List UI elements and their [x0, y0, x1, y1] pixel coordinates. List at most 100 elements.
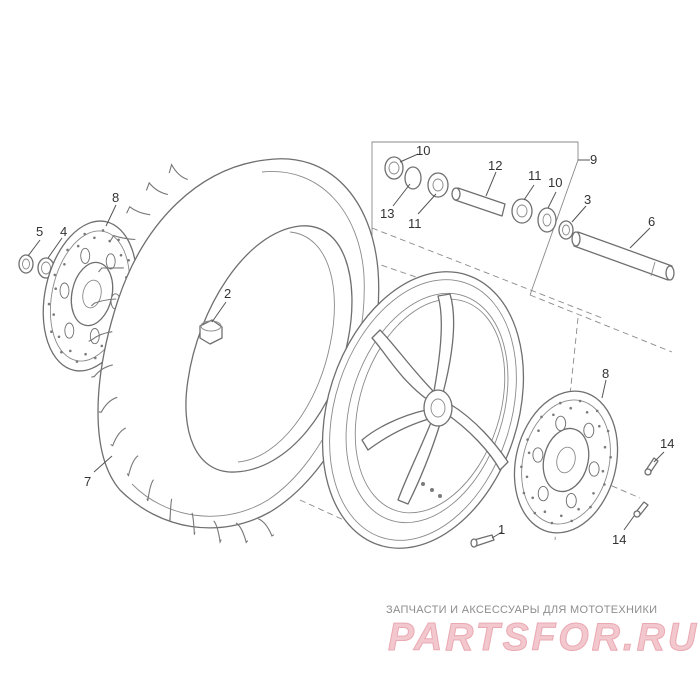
tyre-tread-groove: [213, 520, 222, 544]
disc-vent-hole: [60, 350, 63, 354]
tyre-tread-groove: [98, 396, 118, 413]
disc-vent-hole: [537, 429, 540, 433]
disc-vent-hole: [63, 263, 66, 266]
disc-vent-hole: [119, 253, 123, 257]
disc-vent-hole: [560, 514, 563, 518]
callout-5: 5: [36, 224, 43, 239]
callout-14-bottom: 14: [612, 532, 626, 547]
callout-10-right: 10: [548, 175, 562, 190]
disc-vent-hole: [589, 505, 592, 509]
disc-carrier-cutout: [565, 492, 577, 509]
tyre-part-7: [88, 158, 380, 544]
disc-vent-hole: [569, 406, 572, 410]
callout-8-left: 8: [112, 190, 119, 205]
tyre-tread-groove: [91, 364, 113, 378]
disc-vent-hole: [601, 469, 605, 473]
disc-vent-hole: [117, 238, 120, 242]
disc-vent-hole: [127, 259, 130, 262]
callout-12: 12: [488, 158, 502, 173]
callout-9: 9: [590, 152, 597, 167]
disc-vent-hole: [543, 510, 547, 513]
disc-vent-hole: [75, 360, 79, 363]
callout-10-top: 10: [416, 143, 430, 158]
wheel-rim: [321, 271, 525, 549]
disc-carrier-cutout: [555, 415, 567, 432]
callout-11-left: 11: [408, 216, 422, 231]
disc-vent-hole: [66, 248, 69, 252]
callout-14-top: 14: [660, 436, 674, 451]
screw-part-1: [470, 534, 495, 548]
disc-carrier-cutout: [59, 282, 70, 299]
screw-part-14-top: [644, 457, 659, 476]
disc-vent-hole: [578, 399, 582, 403]
callout-11-right: 11: [528, 168, 542, 183]
disc-vent-hole: [585, 411, 589, 414]
disc-vent-hole: [57, 335, 61, 339]
callout-3: 3: [584, 192, 591, 207]
seal-part-10-top: [384, 156, 404, 180]
disc-vent-hole: [83, 232, 86, 236]
tyre-tread-groove: [169, 498, 173, 521]
spacer-part-5: [18, 254, 34, 274]
tyre-tread-groove: [146, 479, 154, 502]
watermark-logo: PARTSFOR.RU: [388, 616, 700, 660]
spacer-part-3: [558, 220, 574, 240]
callout-7: 7: [84, 474, 91, 489]
disc-vent-hole: [559, 401, 562, 405]
disc-vent-hole: [577, 507, 580, 511]
callout-6: 6: [648, 214, 655, 229]
tyre-tread-groove: [98, 267, 124, 273]
disc-vent-hole: [69, 349, 72, 353]
disc-vent-hole: [52, 313, 55, 316]
distance-tube-part-12: [451, 187, 506, 217]
disc-vent-hole: [100, 344, 104, 348]
disc-vent-hole: [520, 465, 523, 469]
tyre-tread-groove: [168, 163, 188, 181]
disc-vent-hole: [525, 475, 529, 479]
tyre-tread-groove: [90, 298, 117, 307]
disc-vent-hole: [84, 352, 87, 356]
disc-vent-hole: [552, 413, 555, 417]
callout-labels: 1 2 3 4 5 6 7 8 8 9 10 10 11 11 12 13 14…: [36, 143, 674, 547]
disc-vent-hole: [603, 483, 606, 486]
disc-carrier-cutout: [64, 322, 75, 339]
bushing-part-2: [199, 319, 223, 345]
disc-vent-hole: [595, 409, 599, 413]
watermark-tagline: ЗАПЧАСТИ И АКСЕССУАРЫ ДЛЯ МОТОТЕХНИКИ: [386, 604, 658, 616]
leader-lines: [27, 153, 665, 539]
screw-part-14-bottom: [633, 501, 649, 518]
disc-vent-hole: [606, 429, 610, 433]
disc-vent-hole: [531, 496, 534, 500]
disc-vent-hole: [526, 438, 529, 441]
disc-vent-hole: [592, 492, 595, 495]
seal-part-10-right: [537, 207, 557, 233]
axle-part-6: [571, 231, 675, 281]
disc-vent-hole: [527, 451, 531, 455]
disc-carrier-cutout: [532, 447, 544, 463]
disc-carrier-cutout: [537, 485, 549, 502]
disc-vent-hole: [101, 229, 105, 232]
tyre-tread-groove: [126, 205, 151, 216]
callout-2: 2: [224, 286, 231, 301]
tyre-tread-groove: [110, 234, 136, 241]
disc-vent-hole: [550, 521, 554, 525]
bearing-part-11-right: [511, 198, 533, 224]
disc-carrier-cutout: [583, 422, 595, 439]
disc-vent-hole: [603, 445, 607, 449]
callout-1: 1: [498, 522, 505, 537]
disc-carrier-cutout: [80, 247, 91, 264]
tyre-tread-groove: [191, 512, 196, 535]
disc-vent-hole: [533, 511, 537, 515]
disc-vent-hole: [94, 356, 97, 360]
bearing-part-11-left: [427, 172, 449, 198]
disc-vent-hole: [50, 330, 53, 334]
disc-vent-hole: [76, 244, 80, 248]
disc-vent-hole: [540, 415, 543, 419]
disc-vent-hole: [609, 455, 612, 459]
disc-vent-hole: [570, 519, 573, 523]
disc-vent-hole: [53, 273, 57, 277]
callout-8-right: 8: [602, 366, 609, 381]
circlip-part-13: [404, 166, 422, 190]
callout-13: 13: [380, 206, 394, 221]
